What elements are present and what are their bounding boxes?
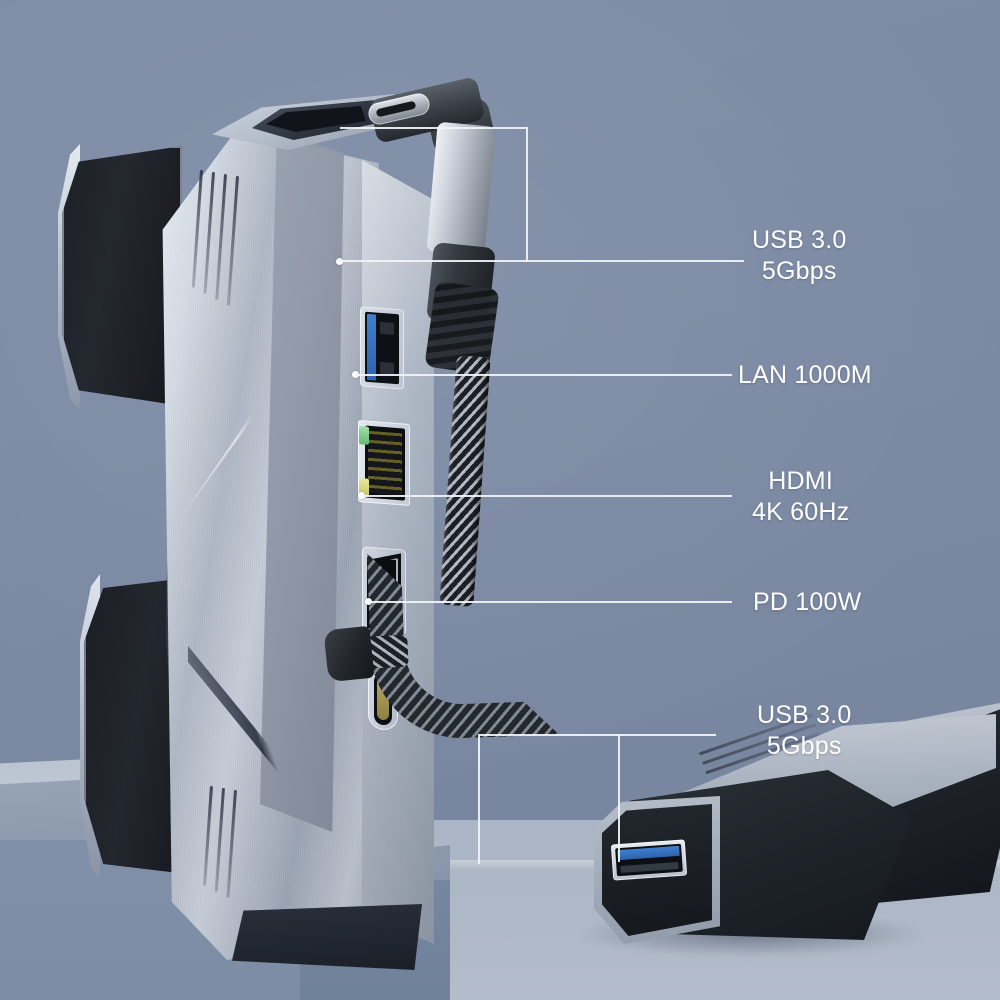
- callout-line-1: LAN 1000M: [738, 361, 872, 389]
- leader-line-pd: [369, 601, 732, 603]
- hub-body-diagonal-panel: [260, 132, 344, 832]
- hub-foot: [232, 904, 422, 970]
- leader-line-hdmi: [362, 495, 732, 497]
- callout-label-usb3-top: USB 3.0 5Gbps: [752, 225, 847, 286]
- right-angle-usb-c-braided-cable: [323, 76, 660, 742]
- leader-line-usb3-top-h1: [340, 127, 528, 129]
- callout-label-hdmi: HDMI 4K 60Hz: [752, 466, 849, 527]
- docking-hub-standing: [58, 86, 434, 970]
- cable-aluminium-barrel: [426, 121, 496, 257]
- usb-a-port-second-unit: [610, 839, 688, 881]
- leader-line-usb3-top-v: [526, 127, 528, 260]
- leader-line-usb3-bottom-v-left: [478, 734, 480, 864]
- leader-dot-pd: [365, 598, 372, 605]
- leader-dot-usb3-top: [336, 258, 343, 265]
- cable-entry-boot: [323, 625, 375, 683]
- callout-line-1: USB 3.0: [757, 701, 852, 729]
- upper-side-wing: [62, 146, 182, 406]
- leader-dot-lan: [352, 371, 359, 378]
- leader-dot-hdmi: [358, 492, 365, 499]
- leader-line-lan: [356, 374, 732, 376]
- callout-label-pd: PD 100W: [753, 587, 861, 618]
- leader-line-usb3-bottom-h-left: [478, 734, 620, 736]
- callout-line-1: HDMI: [768, 467, 833, 495]
- callout-line-2: 5Gbps: [766, 731, 842, 760]
- leader-line-usb3-top-h3: [526, 260, 744, 262]
- docking-hub-lying: [582, 678, 1000, 968]
- leader-line-usb3-top-h2: [340, 260, 528, 262]
- leader-line-usb3-bottom-h-right: [618, 734, 716, 736]
- callout-label-lan: LAN 1000M: [738, 360, 872, 391]
- callout-line-1: USB 3.0: [752, 226, 847, 254]
- leader-line-usb3-bottom-v-right: [618, 734, 620, 862]
- callout-line-2: 4K 60Hz: [752, 497, 850, 526]
- callout-line-2: 5Gbps: [761, 256, 837, 285]
- callout-label-usb3-bottom: USB 3.0 5Gbps: [757, 700, 852, 761]
- callout-line-1: PD 100W: [753, 588, 862, 616]
